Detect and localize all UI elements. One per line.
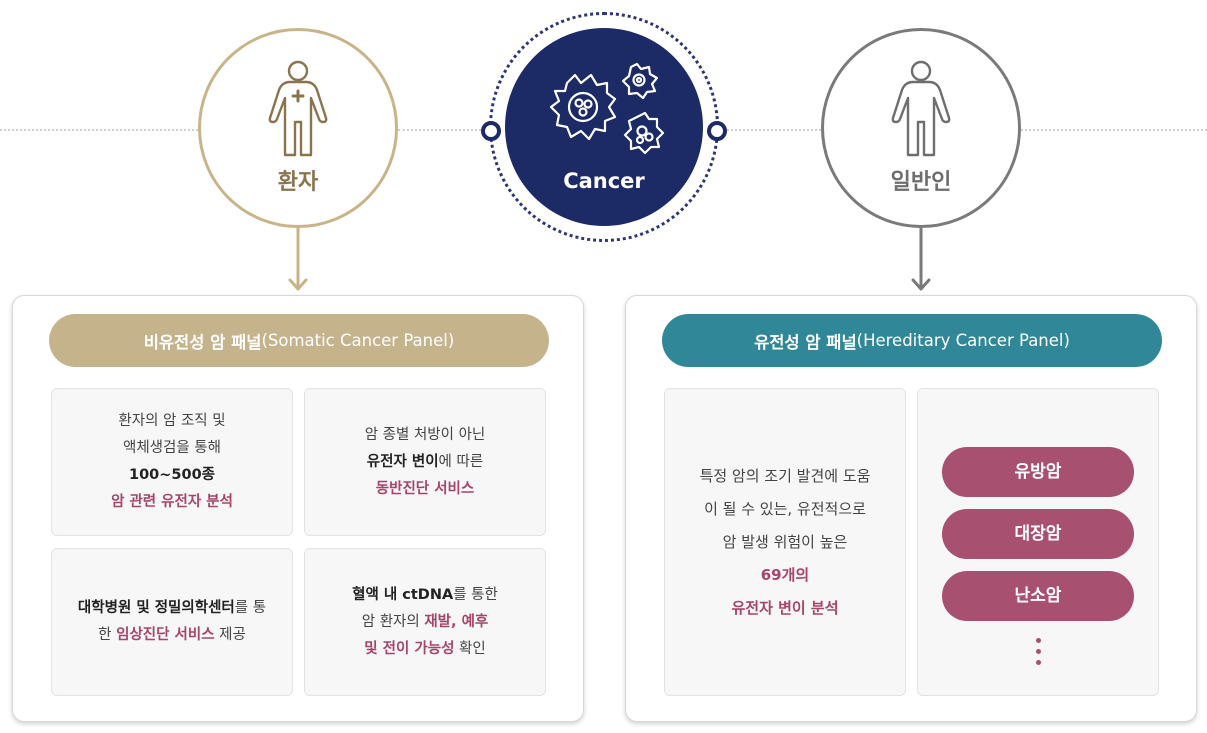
box4-line3-rest: 확인 xyxy=(454,640,486,657)
box1-line1: 환자의 암 조직 및 xyxy=(118,413,226,429)
somatic-box-companion-diagnostics: 암 종별 처방이 아닌 유전자 변이에 따른 동반진단 서비스 xyxy=(304,388,546,536)
hereditary-text-line3: 암 발생 위험이 높은 xyxy=(722,532,848,551)
patient-person-icon xyxy=(268,60,328,157)
general-public-circle: 일반인 xyxy=(821,28,1021,228)
box4-line3: 및 전이 가능성 확인 xyxy=(364,636,485,663)
connector-line-right xyxy=(1021,129,1207,131)
left-node-dot xyxy=(481,121,501,141)
hereditary-box-cancer-types: 유방암 대장암 난소암 xyxy=(917,388,1159,696)
patient-circle: 환자 xyxy=(198,28,398,228)
box3-line1-rest: 를 통 xyxy=(234,600,267,616)
patient-label: 환자 xyxy=(277,170,319,195)
box4-line1: 혈액 내 ctDNA를 통한 xyxy=(352,582,498,609)
somatic-cancer-panel: 비유전성 암 패널(Somatic Cancer Panel) 환자의 암 조직… xyxy=(12,295,584,722)
box3-line2-a: 한 xyxy=(98,627,117,643)
person-icon xyxy=(891,60,951,157)
cancer-type-colorectal: 대장암 xyxy=(942,509,1134,559)
hereditary-text-line4: 69개의 xyxy=(760,565,810,584)
somatic-panel-title: 비유전성 암 패널(Somatic Cancer Panel) xyxy=(49,314,549,367)
box4-line2-a: 암 환자의 xyxy=(361,613,425,630)
somatic-box-clinical-service: 대학병원 및 정밀의학센터를 통 한 임상진단 서비스 제공 xyxy=(51,548,293,696)
hereditary-text-line2: 이 될 수 있는, 유전적으로 xyxy=(704,499,866,518)
box2-line2-rest: 에 따른 xyxy=(438,453,484,470)
somatic-panel-title-main: 비유전성 암 패널 xyxy=(143,332,262,352)
box1-line3: 100~500종 xyxy=(128,467,216,483)
more-dots-icon xyxy=(1035,635,1041,668)
cancer-circle: Cancer xyxy=(505,28,703,226)
connector-line-left xyxy=(0,129,198,131)
hereditary-panel-title: 유전성 암 패널(Hereditary Cancer Panel) xyxy=(662,314,1162,367)
box3-line1-bold: 대학병원 및 정밀의학센터 xyxy=(77,600,235,616)
cancer-label: Cancer xyxy=(563,169,645,193)
hereditary-panel-title-sub: (Hereditary Cancer Panel) xyxy=(856,331,1070,350)
down-arrow-left xyxy=(288,228,308,291)
cancer-cells-icon xyxy=(549,62,665,155)
cancer-type-breast: 유방암 xyxy=(942,447,1134,497)
box3-line2-c: 제공 xyxy=(214,627,246,643)
right-node-dot xyxy=(707,121,727,141)
somatic-box-ctdna: 혈액 내 ctDNA를 통한 암 환자의 재발, 예후 및 전이 가능성 확인 xyxy=(304,548,546,696)
box3-line2-highlight: 임상진단 서비스 xyxy=(116,627,215,643)
hereditary-cancer-panel: 유전성 암 패널(Hereditary Cancer Panel) 특정 암의 … xyxy=(625,295,1197,722)
connector-line-middle-right xyxy=(719,129,821,131)
somatic-panel-title-sub: (Somatic Cancer Panel) xyxy=(261,331,455,350)
down-arrow-right xyxy=(911,228,931,291)
hereditary-panel-title-main: 유전성 암 패널 xyxy=(754,332,857,352)
cancer-type-ovarian: 난소암 xyxy=(942,571,1134,621)
hereditary-text-line5: 유전자 변이 분석 xyxy=(731,598,839,617)
hereditary-box-description: 특정 암의 조기 발견에 도움 이 될 수 있는, 유전적으로 암 발생 위험이… xyxy=(664,388,906,696)
box4-line2: 암 환자의 재발, 예후 xyxy=(362,609,489,636)
box2-line1: 암 종별 처방이 아닌 xyxy=(364,426,486,443)
box4-line3-highlight: 및 전이 가능성 xyxy=(364,640,455,657)
box1-line2: 액체생검을 통해 xyxy=(123,440,221,456)
box2-line2: 유전자 변이에 따른 xyxy=(367,449,483,476)
box1-line4: 암 관련 유전자 분석 xyxy=(111,494,233,510)
box3-line2: 한 임상진단 서비스 제공 xyxy=(98,622,246,649)
somatic-box-tissue-analysis: 환자의 암 조직 및 액체생검을 통해 100~500종 암 관련 유전자 분석 xyxy=(51,388,293,536)
box2-line2-bold: 유전자 변이 xyxy=(366,453,439,470)
general-public-label: 일반인 xyxy=(890,170,952,195)
box2-line3: 동반진단 서비스 xyxy=(375,480,475,497)
box4-line1-rest: 를 통한 xyxy=(453,586,498,603)
box4-line1-bold: 혈액 내 ctDNA xyxy=(352,586,454,603)
hereditary-text-line1: 특정 암의 조기 발견에 도움 xyxy=(699,466,871,485)
connector-line-middle-left xyxy=(398,129,489,131)
box4-line2-highlight: 재발, 예후 xyxy=(424,613,489,630)
box3-line1: 대학병원 및 정밀의학센터를 통 xyxy=(78,595,266,622)
